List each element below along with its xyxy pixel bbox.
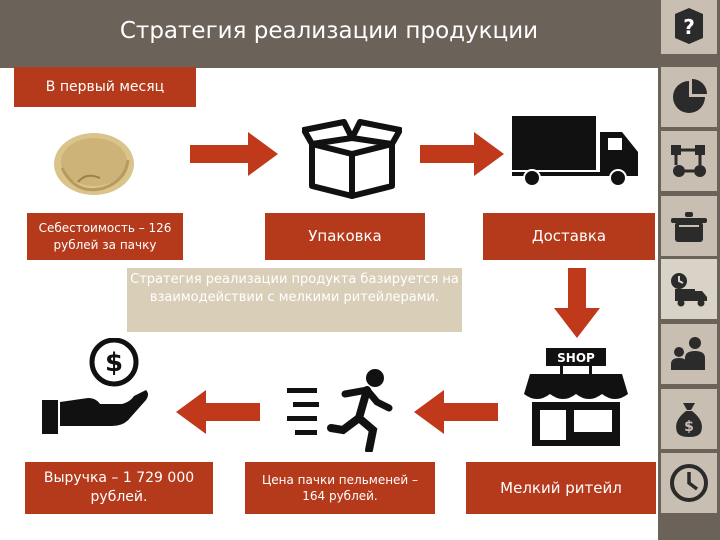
dumpling-icon	[54, 133, 134, 195]
sidebar-item-delivery[interactable]	[661, 259, 717, 319]
delivery-truck-clock-icon	[671, 273, 707, 307]
arrow-right-2	[420, 132, 504, 176]
svg-text:$: $	[684, 419, 694, 435]
packaging-label: Упаковка	[265, 213, 425, 260]
sidebar-item-chart[interactable]	[661, 67, 717, 127]
svg-text:$: $	[105, 348, 123, 378]
flowchart-icon	[671, 145, 706, 177]
sidebar-help-button[interactable]: ?	[661, 0, 717, 54]
money-bag-icon: $	[676, 403, 702, 437]
pie-chart-icon	[673, 79, 707, 113]
revenue-label: Выручка – 1 729 000 рублей.	[25, 462, 213, 514]
shop-sign: SHOP	[557, 351, 595, 365]
sidebar-item-production[interactable]	[661, 196, 717, 256]
sidebar-item-process[interactable]	[661, 131, 717, 191]
cooking-pot-icon	[671, 212, 707, 242]
box-icon	[302, 119, 402, 199]
sidebar-item-finance[interactable]: $	[661, 389, 717, 449]
question-icon: ?	[675, 8, 703, 44]
period-label: В первый месяц	[14, 67, 196, 107]
businessmen-icon	[671, 337, 705, 370]
retail-label: Мелкий ритейл	[466, 462, 656, 514]
strategy-note: Стратегия реализации продукта базируется…	[127, 268, 462, 332]
delivery-truck-icon	[512, 116, 638, 187]
title-bar: Стратегия реализации продукции	[0, 0, 658, 68]
money-hand-icon: $	[42, 338, 148, 434]
shop-icon: SHOP	[524, 348, 628, 446]
sidebar-item-team[interactable]	[661, 324, 717, 384]
cost-label: Себестоимость – 126 рублей за пачку	[27, 213, 183, 260]
price-label: Цена пачки пельменей – 164 рублей.	[245, 462, 435, 514]
arrow-down	[554, 268, 600, 338]
delivery-label: Доставка	[483, 213, 655, 260]
clock-icon	[670, 464, 708, 502]
arrow-left-2	[176, 390, 260, 434]
sidebar-item-schedule[interactable]	[661, 453, 717, 513]
running-man-icon	[287, 369, 393, 452]
help-symbol: ?	[683, 15, 695, 39]
page-title: Стратегия реализации продукции	[119, 18, 539, 44]
arrow-right-1	[190, 132, 278, 176]
arrow-left-1	[414, 390, 498, 434]
